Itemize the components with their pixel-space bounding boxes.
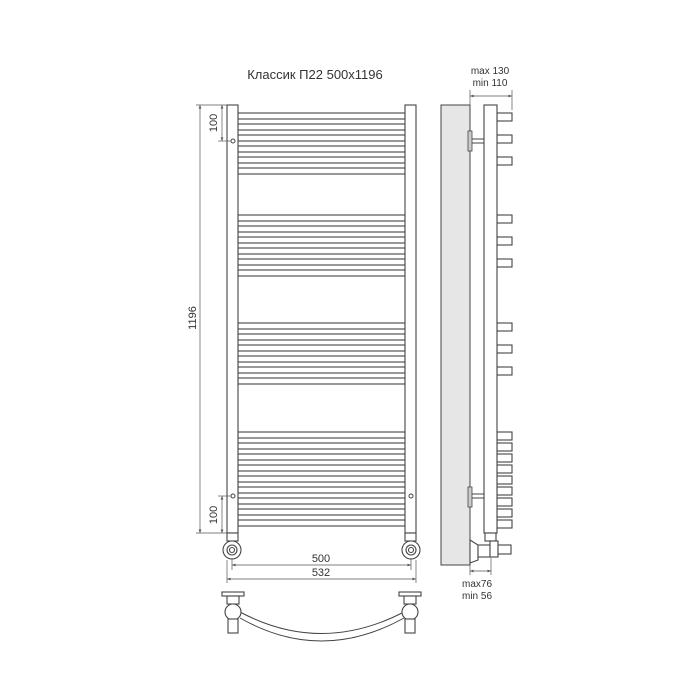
front-view-bars bbox=[237, 112, 406, 527]
towel-bar bbox=[237, 366, 406, 374]
side-fin bbox=[496, 236, 513, 246]
depth-min-dimension: min 110 bbox=[473, 78, 508, 89]
towel-bar bbox=[237, 377, 406, 385]
side-fin bbox=[496, 134, 513, 144]
drawing-title: Классик П22 500x1196 bbox=[247, 67, 383, 82]
towel-bar bbox=[237, 344, 406, 352]
side-fin bbox=[496, 322, 513, 332]
side-fin bbox=[496, 442, 513, 452]
side-fin bbox=[496, 366, 513, 376]
side-fin bbox=[496, 156, 513, 166]
towel-bar bbox=[237, 269, 406, 277]
towel-bar bbox=[237, 156, 406, 164]
side-fin bbox=[496, 453, 513, 463]
towel-bar bbox=[237, 431, 406, 439]
towel-bar bbox=[237, 486, 406, 494]
left-column bbox=[226, 104, 239, 534]
towel-bar bbox=[237, 145, 406, 153]
towel-bar bbox=[237, 214, 406, 222]
mount-point-bottom-right bbox=[408, 493, 414, 499]
side-fin bbox=[496, 508, 513, 518]
towel-bar bbox=[237, 475, 406, 483]
depth-max-dimension: max 130 bbox=[471, 66, 510, 77]
towel-bar bbox=[237, 519, 406, 527]
valve-right bbox=[401, 532, 421, 560]
towel-bar bbox=[237, 134, 406, 142]
towel-bar bbox=[237, 123, 406, 131]
towel-bar bbox=[237, 225, 406, 233]
wall-gap-max-dimension: max76 bbox=[462, 579, 492, 590]
wall bbox=[440, 104, 471, 566]
towel-bar bbox=[237, 258, 406, 266]
top-offset-dimension: 100 bbox=[208, 114, 220, 132]
plan-view bbox=[221, 591, 422, 642]
side-valve bbox=[469, 532, 512, 564]
towel-bar bbox=[237, 333, 406, 341]
wall-gap-min-dimension: min 56 bbox=[462, 591, 492, 602]
towel-bar bbox=[237, 355, 406, 363]
side-fin bbox=[496, 214, 513, 224]
bracket-bottom bbox=[467, 486, 484, 508]
towel-bar bbox=[237, 508, 406, 516]
side-fin bbox=[496, 258, 513, 268]
towel-bar bbox=[237, 112, 406, 120]
towel-bar bbox=[237, 442, 406, 450]
center-distance-dimension: 500 bbox=[312, 553, 330, 565]
towel-bar bbox=[237, 236, 406, 244]
overall-width-dimension: 532 bbox=[312, 567, 330, 579]
side-fin bbox=[496, 486, 513, 496]
side-fin bbox=[496, 464, 513, 474]
towel-bar bbox=[237, 322, 406, 330]
side-view-fins bbox=[496, 112, 513, 529]
towel-bar bbox=[237, 464, 406, 472]
valve-left bbox=[222, 532, 242, 560]
side-fin bbox=[496, 497, 513, 507]
towel-bar bbox=[237, 247, 406, 255]
side-fin bbox=[496, 344, 513, 354]
towel-bar bbox=[237, 453, 406, 461]
bottom-offset-dimension: 100 bbox=[208, 506, 220, 524]
side-column bbox=[483, 104, 498, 534]
right-column bbox=[404, 104, 417, 534]
side-fin bbox=[496, 519, 513, 529]
towel-bar bbox=[237, 167, 406, 175]
side-fin bbox=[496, 475, 513, 485]
towel-bar bbox=[237, 497, 406, 505]
height-dimension: 1196 bbox=[187, 306, 199, 330]
side-fin bbox=[496, 112, 513, 122]
bracket-top bbox=[467, 130, 484, 152]
side-fin bbox=[496, 431, 513, 441]
